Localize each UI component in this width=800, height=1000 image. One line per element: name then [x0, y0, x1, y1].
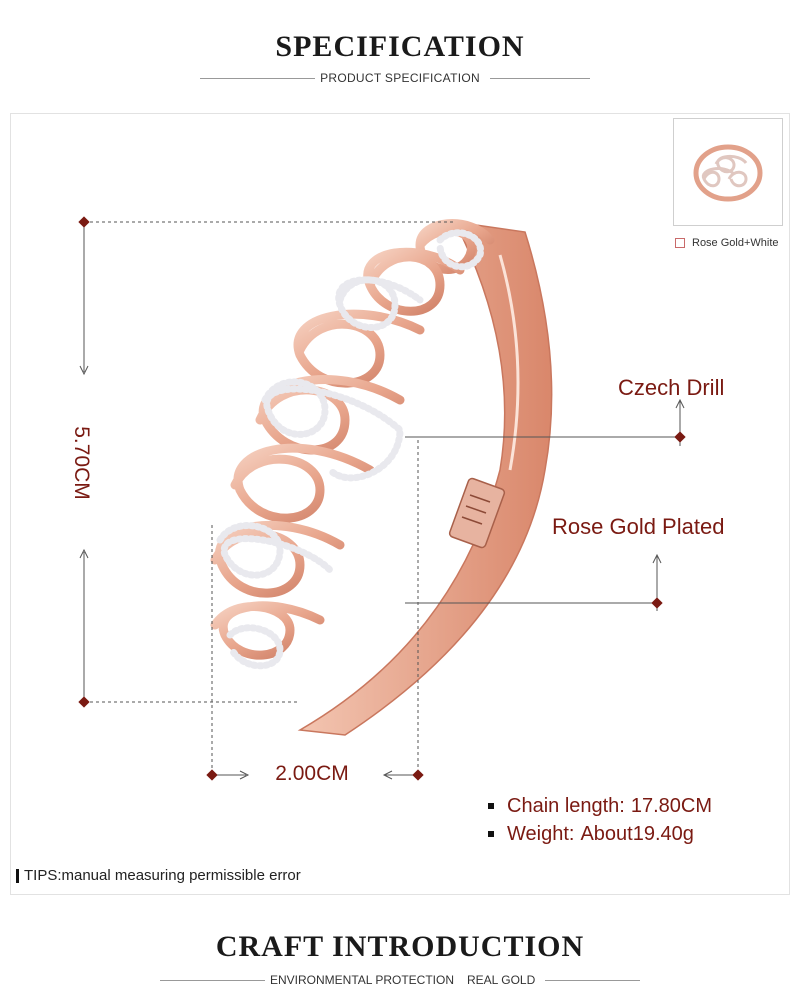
- spec-label: Weight:: [507, 822, 575, 845]
- bracelet-band: [297, 221, 553, 736]
- variant-option[interactable]: Rose Gold+White: [675, 237, 779, 249]
- width-marker-right: [412, 769, 424, 781]
- bullet-icon: [488, 803, 494, 809]
- tips-text: TIPS:manual measuring permissible error: [24, 867, 301, 884]
- callout-marker-plating: [651, 597, 663, 609]
- spec-value: 17.80CM: [630, 794, 713, 817]
- spec-chain-length: Chain length: 17.80CM: [488, 792, 712, 820]
- specification-panel: [10, 113, 790, 895]
- variant-checkbox[interactable]: [675, 238, 685, 248]
- subtitle-rule-left: [200, 78, 315, 79]
- callout-stone: Czech Drill: [618, 375, 725, 400]
- width-dimension: [211, 440, 419, 780]
- callout-marker-stone: [674, 431, 686, 443]
- width-marker-left: [206, 769, 218, 781]
- footer-subtitle-left: ENVIRONMENTAL PROTECTION: [270, 973, 455, 987]
- bullet-icon: [488, 831, 494, 837]
- width-label: 2.00CM: [275, 762, 349, 785]
- dimension-marker-top: [78, 216, 90, 228]
- tips-bar-icon: [16, 868, 19, 883]
- bracelet-thumbnail-image: [693, 144, 763, 202]
- infinity-links: [210, 219, 495, 670]
- footer-rule-right: [545, 980, 640, 981]
- spec-list: Chain length: 17.80CM Weight: About19.40…: [488, 792, 712, 848]
- subtitle-rule-right: [490, 78, 590, 79]
- height-label: 5.70CM: [70, 426, 93, 500]
- page-title: SPECIFICATION: [275, 30, 525, 63]
- tips-note: TIPS:manual measuring permissible error: [16, 867, 301, 884]
- height-dimension: [79, 221, 455, 703]
- spec-value: About19.40g: [580, 822, 694, 845]
- dimension-marker-bottom: [78, 696, 90, 708]
- page-subtitle: PRODUCT SPECIFICATION: [320, 71, 480, 85]
- footer-rule-left: [160, 980, 265, 981]
- spec-label: Chain length:: [507, 794, 625, 817]
- callout-plating: Rose Gold Plated: [552, 514, 725, 539]
- section-title: CRAFT INTRODUCTION: [215, 930, 585, 963]
- variant-label: Rose Gold+White: [692, 237, 779, 249]
- spec-weight: Weight: About19.40g: [488, 820, 712, 848]
- footer-subtitle-right: REAL GOLD: [467, 973, 536, 987]
- variant-thumbnail[interactable]: [673, 118, 783, 226]
- clasp-hinge: [448, 477, 506, 549]
